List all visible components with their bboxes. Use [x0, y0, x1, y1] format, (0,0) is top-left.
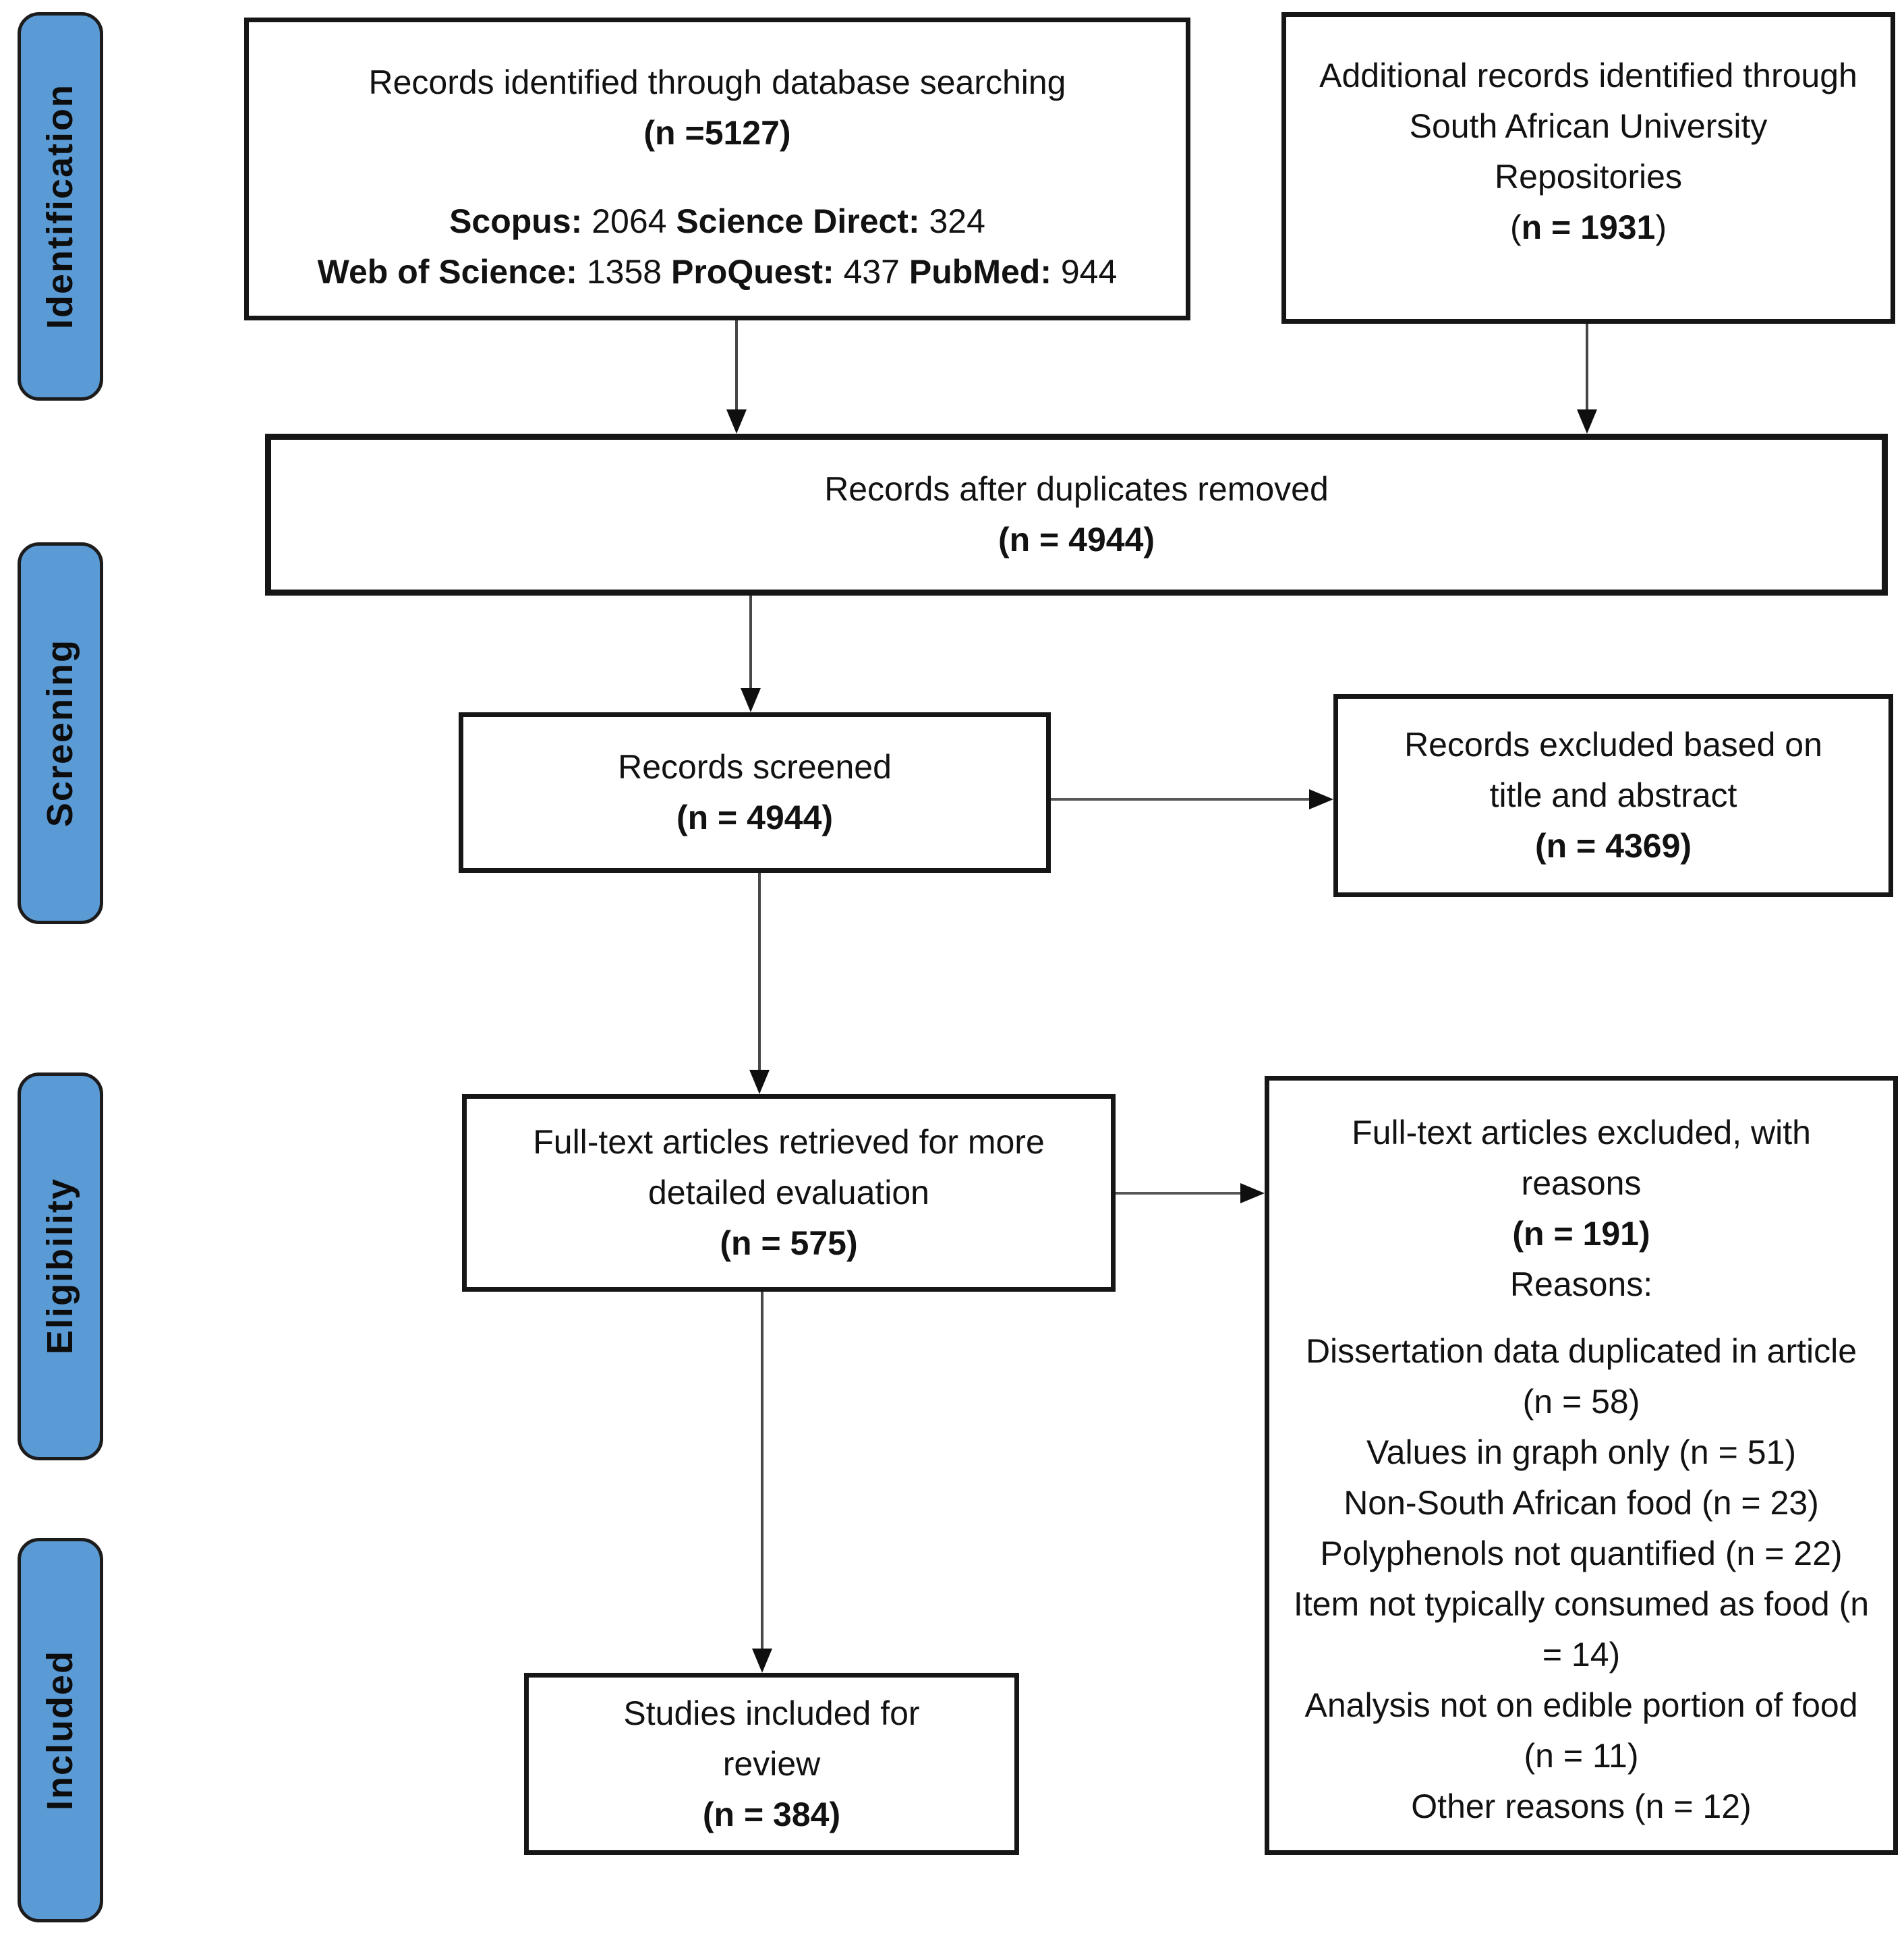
studies-included-title: Studies included for review [623, 1694, 920, 1783]
records-screened-count: (n = 4944) [676, 799, 834, 836]
box-records-identified: Records identified through database sear… [244, 18, 1190, 320]
reason-item: Item not typically consumed as food (n =… [1293, 1585, 1870, 1673]
reason-item: Non-South African food (n = 23) [1344, 1484, 1819, 1522]
records-identified-sources: Scopus: 2064 Science Direct: 324 Web of … [262, 196, 1172, 297]
stage-identification-label: Identification [40, 84, 80, 329]
fulltext-excluded-reasons-list: Dissertation data duplicated in article … [1293, 1326, 1870, 1832]
arrow-duplicates-to-screened-line [749, 596, 752, 689]
arrow-fulltext-to-included-line [761, 1292, 763, 1650]
arrow-repositories-to-duplicates-head [1577, 409, 1597, 434]
arrow-fulltext-to-excluded-line [1116, 1192, 1242, 1195]
box-fulltext-excluded: Full-text articles excluded, with reason… [1265, 1076, 1898, 1855]
records-excluded-title: Records excluded based on title and abst… [1404, 726, 1822, 814]
arrow-fulltext-to-excluded-head [1240, 1183, 1265, 1203]
arrow-screened-to-fulltext-line [758, 873, 761, 1071]
stage-eligibility: Eligibility [18, 1072, 103, 1460]
arrow-database-to-duplicates-line [735, 320, 738, 411]
arrow-database-to-duplicates-head [726, 409, 747, 434]
arrow-screened-to-fulltext-head [749, 1070, 770, 1094]
reason-item: Dissertation data duplicated in article … [1305, 1332, 1857, 1421]
box-records-screened: Records screened (n = 4944) [459, 712, 1051, 873]
records-identified-title: Records identified through database sear… [368, 63, 1066, 101]
box-additional-records: Additional records identified through So… [1281, 12, 1895, 324]
box-fulltext-retrieved: Full-text articles retrieved for more de… [462, 1094, 1116, 1292]
fulltext-excluded-reasons-label: Reasons: [1509, 1265, 1653, 1303]
stage-screening-label: Screening [40, 639, 80, 828]
studies-included-count: (n = 384) [702, 1795, 841, 1833]
duplicates-removed-count: (n = 4944) [998, 521, 1155, 559]
stage-identification: Identification [18, 12, 103, 401]
stage-included-label: Included [40, 1649, 80, 1810]
box-records-excluded: Records excluded based on title and abst… [1333, 694, 1893, 897]
box-studies-included: Studies included for review (n = 384) [524, 1673, 1019, 1855]
reason-item: Values in graph only (n = 51) [1366, 1433, 1796, 1471]
arrow-duplicates-to-screened-head [741, 688, 761, 712]
additional-records-title: Additional records identified through So… [1319, 57, 1857, 196]
reason-item: Other reasons (n = 12) [1411, 1787, 1752, 1825]
box-duplicates-removed: Records after duplicates removed (n = 49… [265, 434, 1888, 596]
records-screened-title: Records screened [618, 748, 892, 786]
records-excluded-count: (n = 4369) [1534, 827, 1692, 865]
records-identified-count: (n =5127) [643, 114, 791, 152]
sources-line-2: Web of Science: 1358 ProQuest: 437 PubMe… [317, 253, 1118, 291]
arrow-screened-to-excluded-head [1309, 789, 1333, 809]
fulltext-retrieved-title: Full-text articles retrieved for more de… [533, 1123, 1045, 1211]
arrow-screened-to-excluded-line [1051, 798, 1310, 801]
reason-item: Analysis not on edible portion of food (… [1304, 1686, 1858, 1775]
arrow-fulltext-to-included-head [752, 1649, 772, 1673]
stage-screening: Screening [18, 542, 103, 924]
duplicates-removed-title: Records after duplicates removed [824, 470, 1329, 508]
sources-line-1: Scopus: 2064 Science Direct: 324 [449, 202, 985, 240]
arrow-repositories-to-duplicates-line [1586, 324, 1588, 411]
stage-included: Included [18, 1538, 103, 1922]
stage-eligibility-label: Eligibility [40, 1178, 80, 1355]
additional-records-count: (n = 1931) [1509, 208, 1667, 246]
reason-item: Polyphenols not quantified (n = 22) [1320, 1535, 1843, 1572]
fulltext-excluded-count: (n = 191) [1512, 1215, 1650, 1253]
fulltext-excluded-title: Full-text articles excluded, with reason… [1352, 1114, 1811, 1202]
fulltext-retrieved-count: (n = 575) [720, 1224, 858, 1262]
